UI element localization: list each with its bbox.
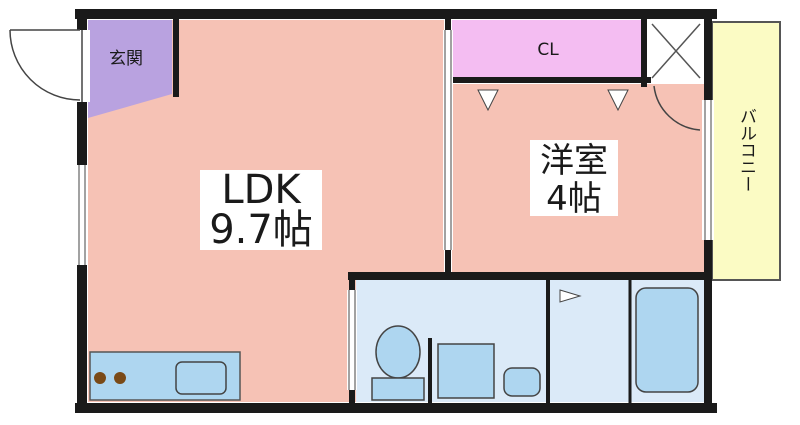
balcony-window bbox=[702, 100, 714, 240]
closet-door-icon bbox=[477, 89, 499, 112]
washbasin-icon bbox=[503, 367, 541, 397]
room-door-icon bbox=[653, 85, 701, 131]
closet-area bbox=[452, 20, 642, 78]
flag-icon bbox=[559, 289, 582, 303]
closet-label: CL bbox=[537, 40, 559, 60]
entrance-area bbox=[88, 20, 172, 118]
balcony-label: バルコニー bbox=[736, 108, 756, 193]
toilet-tank-icon bbox=[371, 377, 425, 401]
balcony bbox=[711, 21, 781, 281]
ldk-label-bg bbox=[200, 170, 322, 250]
western-label: 洋室 bbox=[540, 141, 608, 181]
kitchen-sink-icon bbox=[175, 361, 227, 395]
toilet-bowl-icon bbox=[375, 325, 421, 379]
western-label-bg bbox=[530, 140, 618, 216]
bathtub-icon bbox=[635, 287, 699, 393]
entrance-label: 玄関 bbox=[109, 49, 143, 69]
stove-burner-icon bbox=[114, 372, 126, 384]
ldk-size: 9.7帖 bbox=[209, 207, 313, 253]
wet-area-door bbox=[347, 290, 357, 390]
window bbox=[76, 165, 88, 265]
stove-burner-icon bbox=[94, 372, 106, 384]
ldk-label: LDK bbox=[221, 167, 302, 213]
western-size: 4帖 bbox=[546, 179, 602, 219]
sliding-door bbox=[443, 30, 453, 250]
closet-door-icon bbox=[607, 89, 629, 112]
washing-machine-icon bbox=[437, 343, 495, 399]
